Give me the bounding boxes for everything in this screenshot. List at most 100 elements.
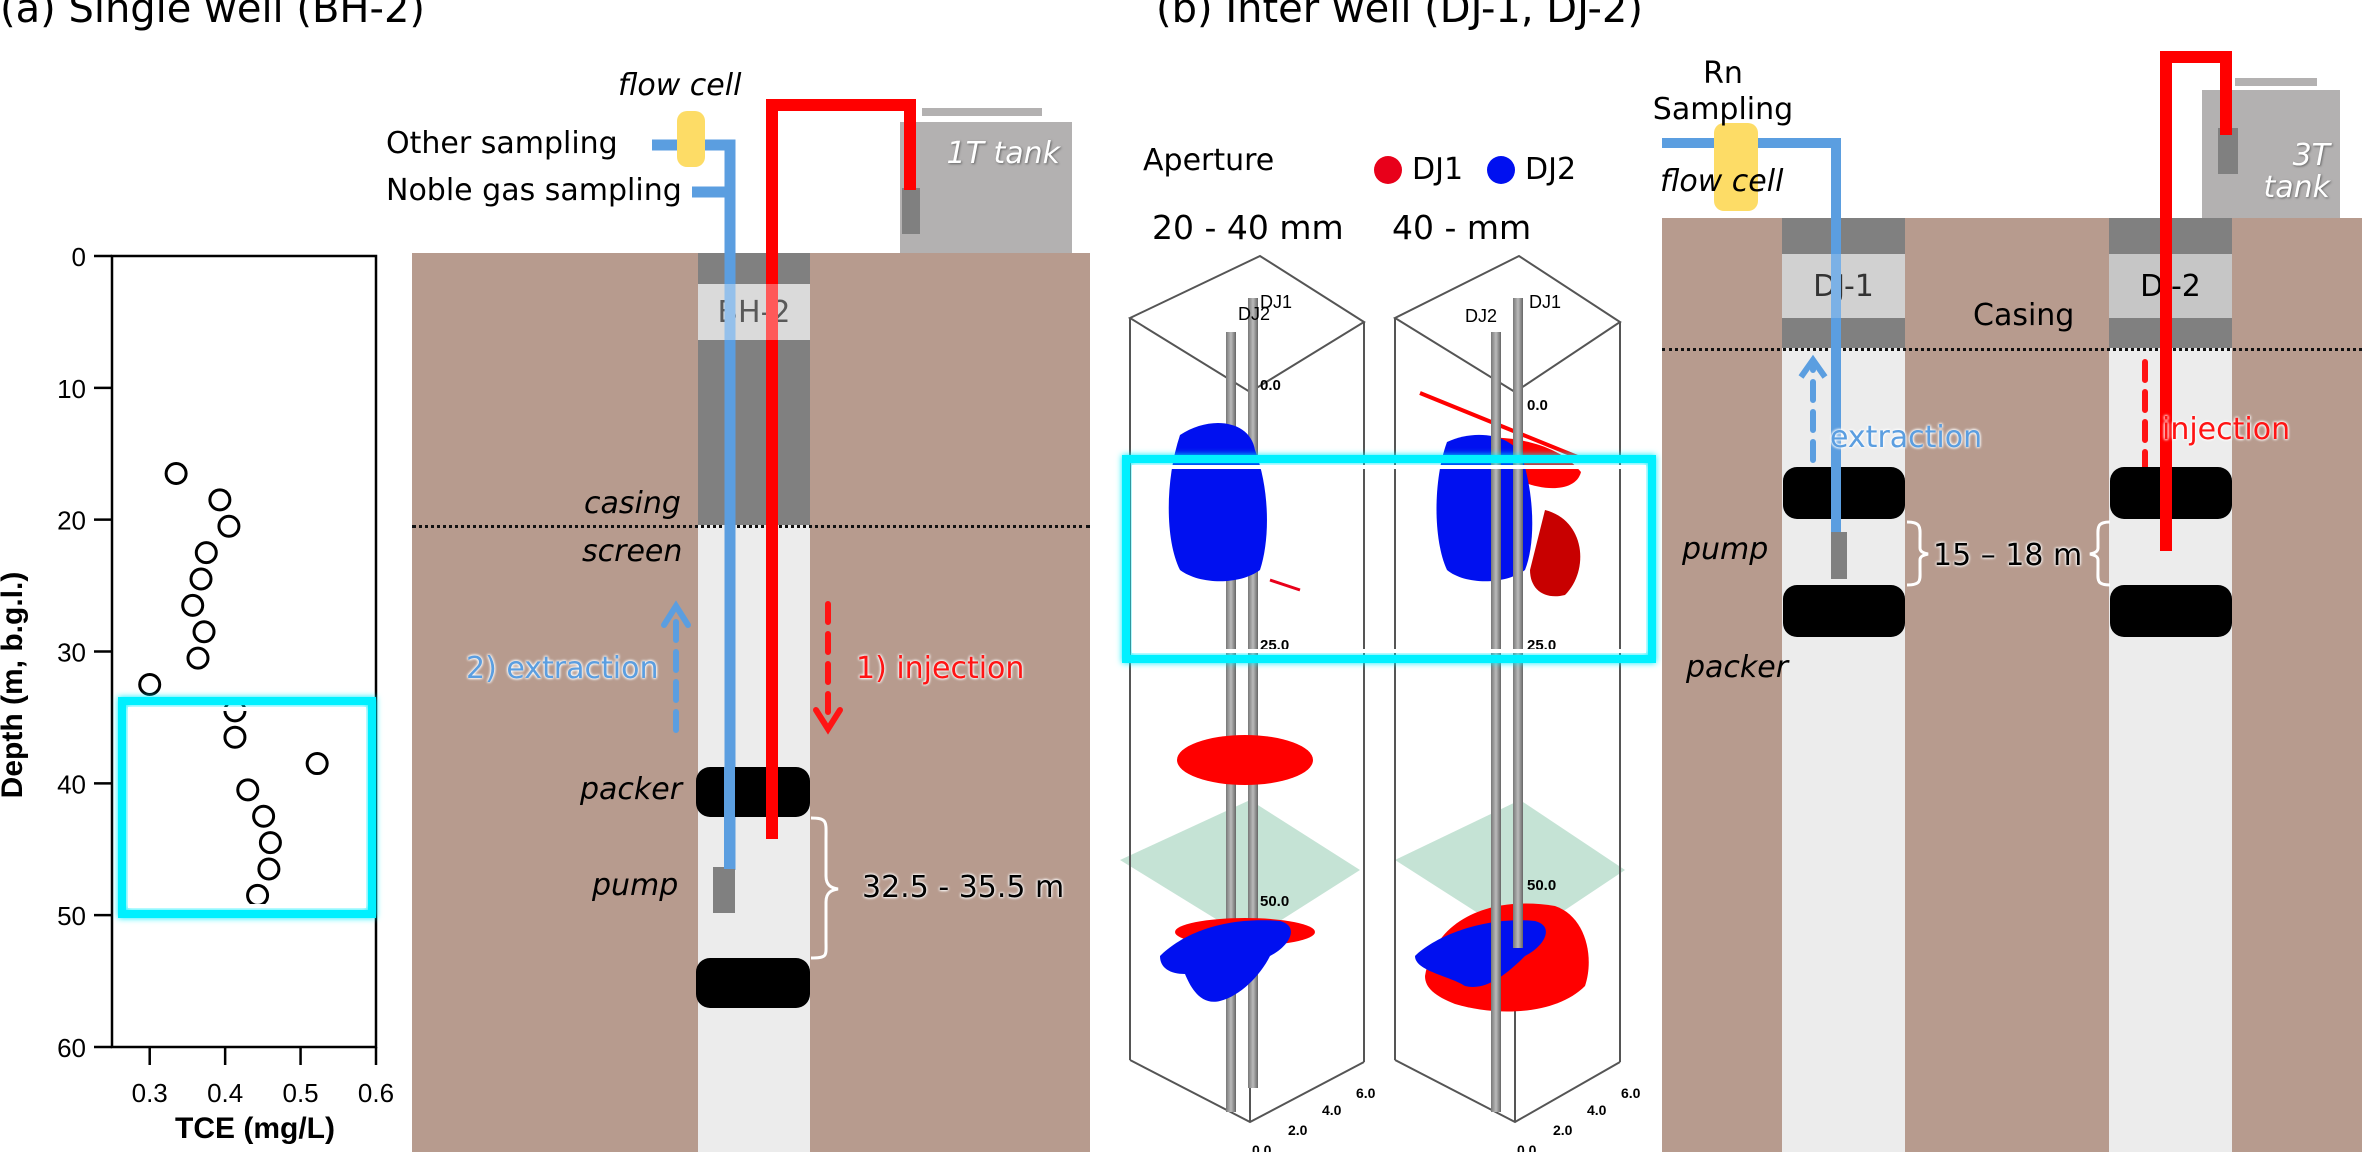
x-tick-label: 0.5 [282,1078,318,1108]
sampling-label: Sampling [1652,92,1794,127]
injection-pipe-through-packer [766,767,778,839]
aperture-3d-plots: DJ2 DJ1 0.0 25.0 50.0 0.0 2.0 4.0 6.0 DJ… [1120,254,1641,1152]
bh2-arrows [661,600,843,960]
tank-pump [902,188,920,234]
pump-label: pump [592,868,679,903]
3d-highlight-box [1122,455,1656,663]
plot2-label-dj1: DJ1 [1529,292,1561,312]
plot1-dj1-fracture-mid [1177,735,1313,785]
plot1-tick-25: 25.0 [1260,637,1289,654]
tank-label: 1T tank [946,136,1060,171]
well-label-dj1: DJ-1 [1782,254,1905,318]
packer-label: packer [580,772,683,807]
tank-3t-label: 3T tank [2230,140,2330,203]
data-point [192,620,216,644]
dj-interval-brace-left [1906,520,1929,587]
panel-b-title: (b) Inter well (DJ-1, DJ-2) [1156,0,1643,32]
dj-injection-label: injection [2162,412,2291,447]
plot2-base-tick-6: 6.0 [1621,1085,1641,1101]
dj-interval-label: 15 – 18 m [1933,538,2083,573]
plot1-box [1127,254,1366,1124]
plot2-dj2-fracture-upper [1436,434,1533,582]
plot1-label-dj1: DJ1 [1260,292,1292,312]
x-axis-label: TCE (mg/L) [175,1112,335,1145]
dj1-extraction-arrow-head-icon [1798,354,1828,379]
soil-right [810,253,1090,1152]
rn-sampling-label: Rn Sampling [1648,56,1798,128]
plot1-base-plane [1120,800,1360,940]
y-tick-label: 20 [57,506,86,536]
packer-lower [696,958,810,1008]
plot-3d-20-40mm: DJ2 DJ1 0.0 25.0 50.0 0.0 2.0 4.0 6.0 [1120,254,1376,1152]
data-point [208,488,232,512]
dj-flow-cell-label: flow cell [1660,164,1784,199]
flow-cell-label: flow cell [618,68,742,103]
dj-packer-label: packer [1686,650,1789,685]
aperture-label: Aperture [1143,143,1275,178]
dj-casing-label: Casing [1973,298,2075,333]
soil-left [412,253,698,1152]
data-point [246,883,270,907]
collar-overlay [698,284,810,340]
plot2-label-dj2: DJ2 [1465,306,1497,326]
flow-cell-bh2 [677,111,705,167]
y-tick-label: 10 [57,374,86,404]
y-tick-label: 30 [57,638,86,668]
plot1-dj1-trace [1269,578,1301,592]
subplot-title-2: 40 - mm [1392,208,1532,247]
plot2-base-tick-4: 4.0 [1587,1102,1607,1118]
plot2-tick-50: 50.0 [1527,877,1556,894]
tank-3t-lid [2235,78,2317,86]
data-point [252,804,276,828]
data-point [217,514,241,538]
dj-extraction-label: extraction [1830,420,1983,455]
y-tick-label: 40 [57,769,86,799]
plot2-base-tick-0: 0.0 [1517,1142,1537,1152]
soil-dj-middle [1905,218,2109,1152]
data-point [181,593,205,617]
data-point [258,831,282,855]
panel-a-title: (a) Single well (BH-2) [0,0,425,32]
interval-label: 32.5 - 35.5 m [862,870,1065,905]
dj2-packer-lower [2110,585,2232,637]
dj-pump-label: pump [1682,532,1769,567]
plot2-dj1-fracture-side [1530,510,1581,597]
plot1-rod-dj2 [1226,332,1236,1112]
plot1-tick-50: 50.0 [1260,893,1289,910]
dj1-collar-overlay [1782,254,1905,318]
y-axis-label: Depth (m, b.g.l.) [0,572,29,799]
dj1-pump [1831,532,1847,579]
plot1-dj2-fracture-lower [1160,920,1291,1002]
dj-interval-brace-right [2089,520,2111,587]
injection-label: 1) injection [856,651,1025,686]
data-point [236,778,260,802]
dj2-injection-pipe [2160,51,2232,550]
plot-3d-40mm: DJ2 DJ1 0.0 25.0 50.0 0.0 2.0 4.0 6.0 [1392,254,1641,1152]
plot2-tick-0: 0.0 [1527,397,1548,414]
tank-3t-label-line2: tank [2263,169,2330,205]
pump-bh2 [713,867,735,913]
plot1-label-dj2: DJ2 [1238,304,1270,324]
casing-label: casing [584,486,681,521]
casing-screen-boundary [412,525,1090,528]
soil-dj-right [2232,218,2362,1152]
plot2-rod-dj1 [1513,298,1523,948]
tank-3t-label-line1: 3T [2292,138,2330,173]
dj1-packer-upper [1783,467,1905,519]
data-point [138,672,162,696]
plot2-rod-dj2 [1491,332,1501,1112]
x-tick-label: 0.3 [132,1078,168,1108]
data-point [189,567,213,591]
packer-upper [696,767,810,817]
plot2-base-tick-2: 2.0 [1553,1122,1573,1138]
data-point [305,752,329,776]
data-point [223,725,247,749]
plot1-base-tick-4: 4.0 [1322,1102,1342,1118]
data-point [194,541,218,565]
data-point [257,857,281,881]
extraction-arrow-head-icon [661,600,691,628]
plot2-tick-25: 25.0 [1527,637,1556,654]
tank-1t [900,122,1072,253]
injection-pipe [766,99,916,838]
